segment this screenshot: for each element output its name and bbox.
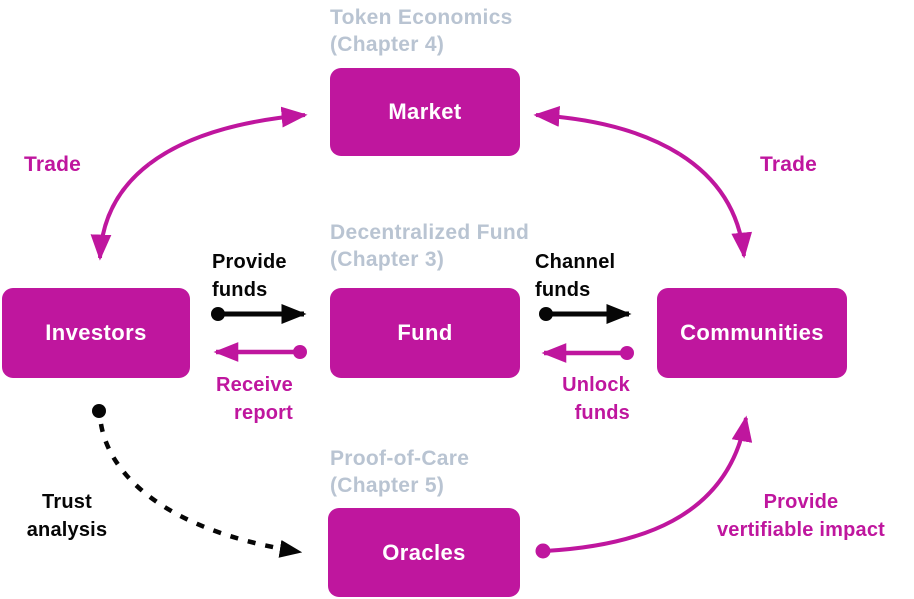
edge-label-line: vertifiable impact bbox=[716, 519, 886, 541]
section-title-line: (Chapter 4) bbox=[330, 33, 445, 56]
fund-node: Fund bbox=[330, 288, 520, 378]
provide-funds-label: Provide funds bbox=[212, 248, 287, 304]
trade-left-arrow bbox=[90, 106, 308, 261]
section-title-decentralized-fund: Decentralized Fund (Chapter 3) bbox=[330, 219, 529, 273]
communities-node: Communities bbox=[657, 288, 847, 378]
edge-label-line: Provide bbox=[763, 491, 839, 513]
edge-label-line: Unlock bbox=[562, 374, 630, 396]
edge-label-line: funds bbox=[212, 279, 268, 301]
section-title-line: (Chapter 5) bbox=[330, 474, 445, 497]
unlock-funds-label: Unlock funds bbox=[517, 371, 630, 427]
edge-label-line: funds bbox=[535, 279, 591, 301]
section-title-proof-of-care: Proof-of-Care (Chapter 5) bbox=[330, 445, 469, 499]
section-title-line: Proof-of-Care bbox=[330, 447, 470, 470]
section-title-line: Token Economics bbox=[330, 6, 513, 29]
section-title-token-economics: Token Economics (Chapter 4) bbox=[330, 4, 513, 58]
provide-funds-arrow bbox=[211, 304, 307, 324]
edge-label-line: report bbox=[234, 402, 293, 424]
edge-label-line: funds bbox=[574, 402, 630, 424]
edge-label-line: Provide bbox=[212, 251, 287, 273]
oracles-node: Oracles bbox=[328, 508, 520, 597]
trade-left-label: Trade bbox=[24, 153, 82, 176]
trust-analysis-arrow bbox=[92, 404, 303, 558]
provide-impact-label: Provide vertifiable impact bbox=[688, 488, 914, 544]
section-title-line: Decentralized Fund bbox=[330, 221, 530, 244]
edge-label-line: Channel bbox=[535, 251, 616, 273]
unlock-funds-arrow bbox=[541, 343, 634, 363]
edge-label-line: analysis bbox=[26, 519, 108, 541]
investors-node: Investors bbox=[2, 288, 190, 378]
trust-analysis-origin-dot bbox=[92, 404, 106, 418]
channel-funds-label: Channel funds bbox=[535, 248, 615, 304]
trade-right-arrow bbox=[533, 106, 753, 259]
trust-analysis-label: Trust analysis bbox=[8, 488, 126, 544]
receive-report-label: Receive report bbox=[180, 371, 293, 427]
edge-label-line: Receive bbox=[215, 374, 293, 396]
section-title-line: (Chapter 3) bbox=[330, 248, 445, 271]
provide-impact-arrow bbox=[535, 415, 753, 559]
edge-label-line: Trust bbox=[42, 491, 92, 513]
receive-report-arrow bbox=[213, 342, 307, 362]
channel-funds-arrow bbox=[539, 304, 632, 324]
trade-right-label: Trade bbox=[760, 153, 818, 176]
provide-impact-origin-dot bbox=[535, 543, 551, 559]
market-node: Market bbox=[330, 68, 520, 156]
